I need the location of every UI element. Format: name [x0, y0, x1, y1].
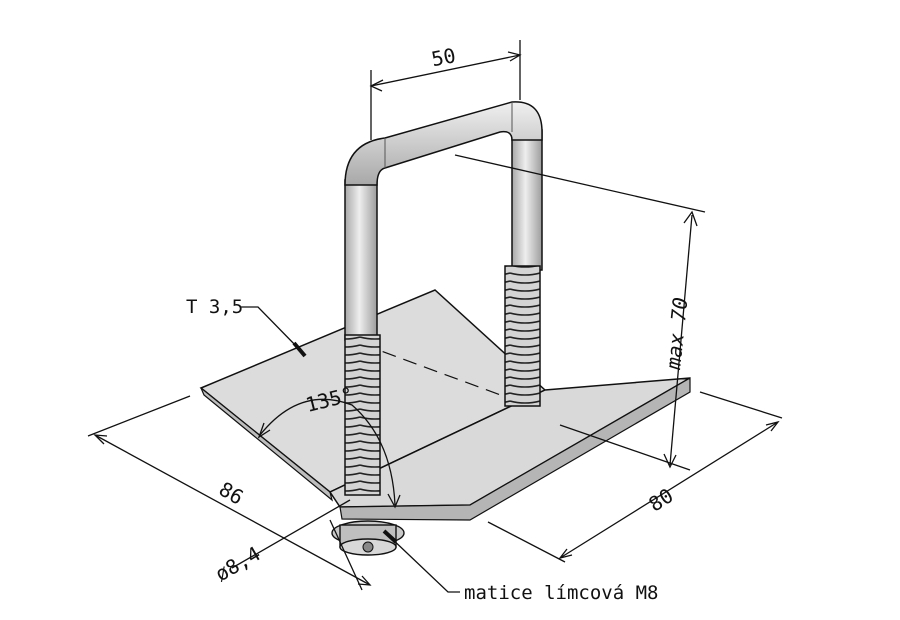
ubolt-left-thread — [344, 334, 381, 496]
hidden-line — [361, 343, 507, 398]
label-nut: matice límcová M8 — [464, 582, 658, 604]
dim-height — [454, 154, 706, 471]
ubolt-top-bar — [344, 101, 543, 186]
flange-nut — [331, 520, 405, 556]
ubolt-right-leg — [511, 129, 543, 271]
label-nut-leader — [387, 534, 460, 593]
front-plate-edge — [339, 376, 691, 521]
back-plate-edge — [200, 387, 334, 502]
dim-angle-arc — [259, 398, 396, 506]
dim-length-left-text: 86 — [215, 477, 248, 510]
ubolt-right-thread — [504, 265, 541, 407]
dim-top-width — [369, 40, 522, 140]
dim-length-left — [87, 395, 372, 591]
dim-hole-text: ø8,4 — [211, 541, 265, 586]
label-thickness-leader — [240, 306, 301, 351]
dim-height-text: max 70 — [661, 296, 693, 371]
dim-top-width-text: 50 — [429, 43, 457, 71]
dim-hole-leader — [231, 499, 351, 569]
ubolt-left-leg — [344, 179, 378, 341]
dim-length-right — [487, 391, 783, 563]
label-thickness: T 3,5 — [186, 296, 243, 318]
